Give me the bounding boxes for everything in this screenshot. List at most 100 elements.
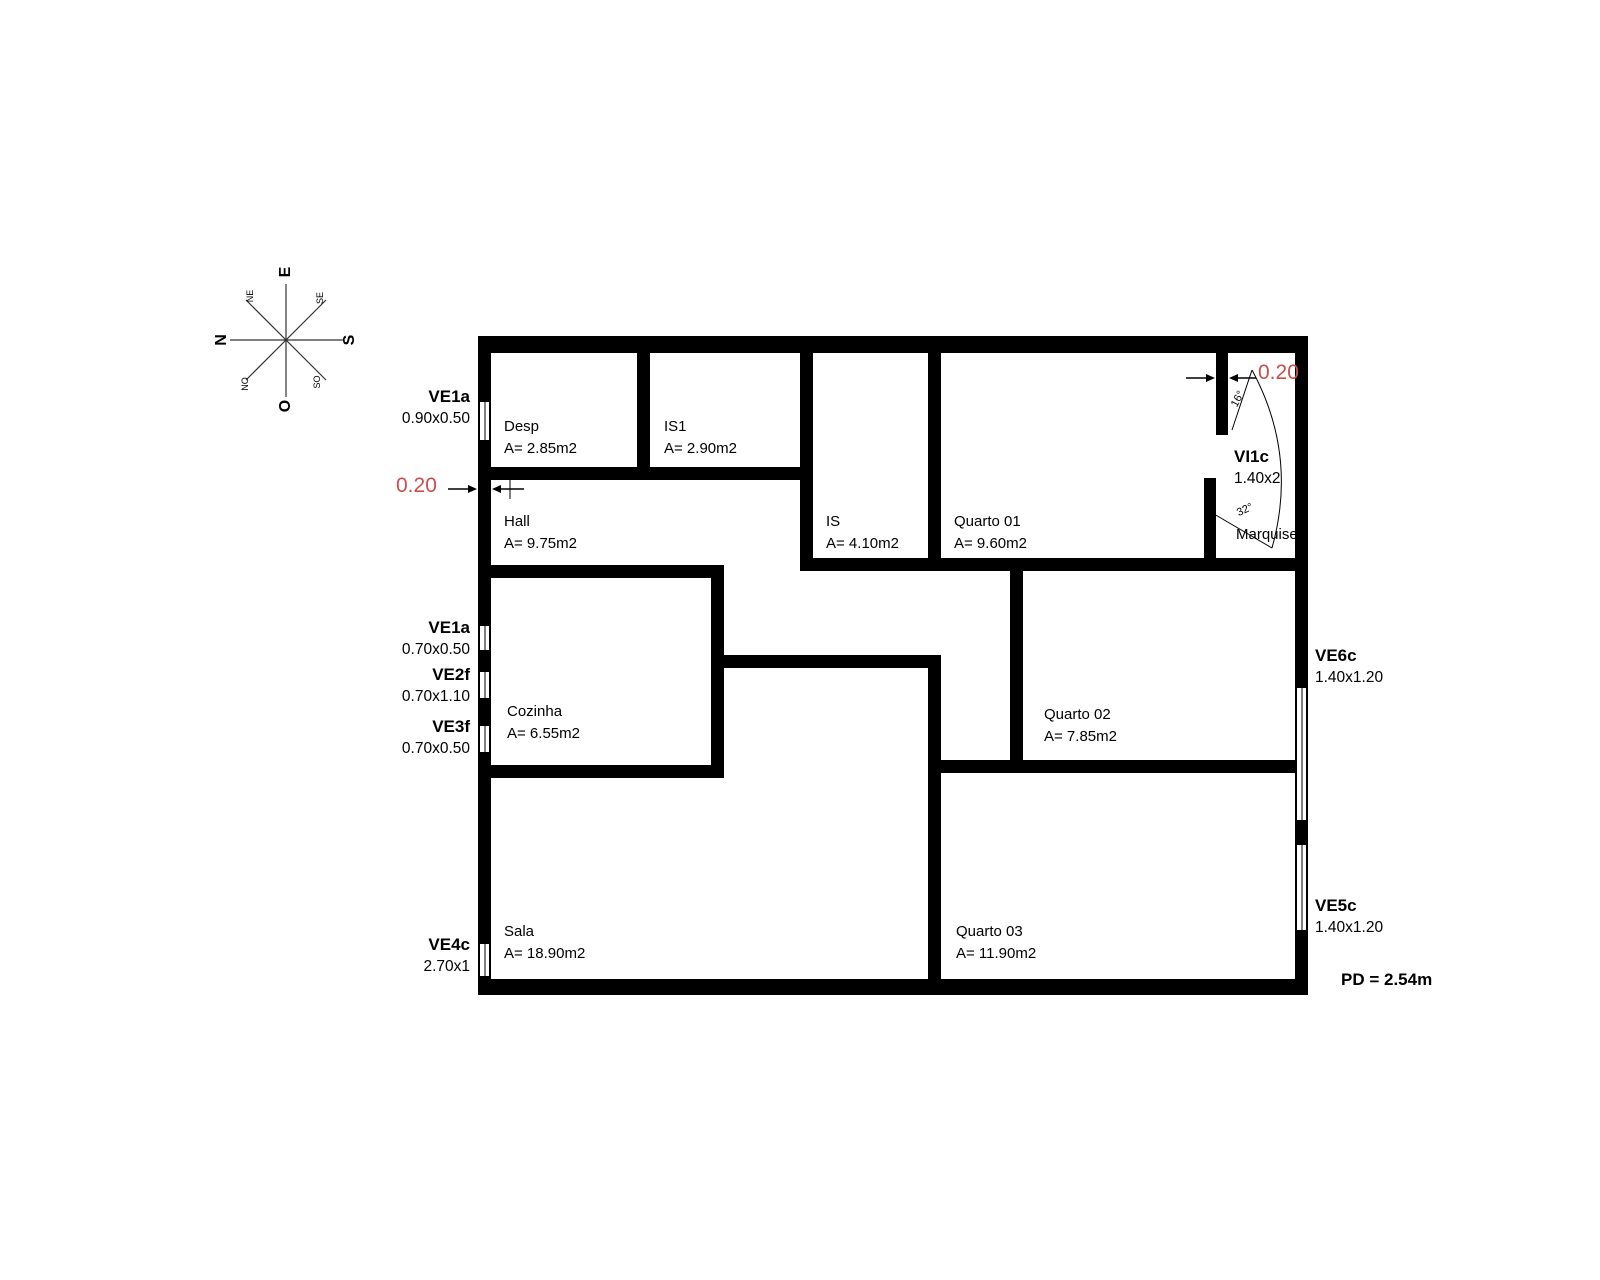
wall-sala-top: [711, 655, 941, 668]
opening-size: 0.70x0.50: [401, 740, 470, 757]
opening-label-ve1a-top: VE1a 0.90x0.50: [350, 386, 470, 430]
opening-code: VE4c: [428, 935, 470, 954]
room-label-is: IS A= 4.10m2: [826, 511, 899, 555]
opening-size: 0.70x0.50: [401, 641, 470, 658]
opening-size: 1.40x1.20: [1315, 669, 1384, 686]
compass-e: E: [277, 266, 294, 277]
wall-exterior-left-seg: [478, 698, 491, 726]
wall-sala-quarto03: [928, 655, 941, 980]
wall-exterior-top: [478, 336, 1308, 353]
room-area: A= 2.90m2: [664, 440, 737, 457]
window-symbol-ve5c: [1295, 845, 1308, 930]
opening-code: VE1a: [428, 387, 470, 406]
opening-label-ve6c: VE6c 1.40x1.20: [1315, 645, 1383, 689]
wall-under-desp-is1: [478, 467, 812, 480]
wall-desp-is1-divider: [637, 353, 650, 471]
compass-n: N: [213, 334, 230, 346]
room-area: A= 11.90m2: [956, 945, 1037, 962]
room-name: Marquise: [1236, 526, 1298, 543]
angle-label-top: 16°: [1229, 389, 1247, 409]
wall-cozinha-bottom: [478, 765, 724, 778]
opening-label-ve5c: VE5c 1.40x1.20: [1315, 895, 1383, 939]
opening-code: VE3f: [432, 717, 470, 736]
room-area: A= 9.75m2: [504, 535, 577, 552]
compass-o: O: [277, 400, 294, 412]
wall-marquise-stub: [1204, 478, 1216, 571]
compass-s: S: [341, 334, 358, 345]
room-name: Hall: [504, 513, 530, 530]
window-symbol-ve1a-top: [478, 402, 491, 440]
compass-no: NO: [240, 377, 250, 391]
wall-cozinha-right: [711, 565, 724, 778]
room-label-hall: Hall A= 9.75m2: [504, 511, 577, 555]
opening-size: 0.90x0.50: [401, 410, 470, 427]
wall-exterior-right-seg: [1295, 930, 1308, 985]
room-area: A= 18.90m2: [504, 945, 586, 962]
opening-code: VE1a: [428, 618, 470, 637]
dimension-wall-left: 0.20: [396, 474, 437, 497]
wall-exterior-right-seg: [1295, 820, 1308, 845]
room-name: Sala: [504, 923, 535, 940]
opening-label-ve1a-mid: VE1a 0.70x0.50: [350, 617, 470, 661]
window-symbol-ve6c: [1295, 688, 1308, 820]
ceiling-height-label: PD = 2.54m: [1341, 970, 1433, 989]
room-label-quarto02: Quarto 02 A= 7.85m2: [1044, 704, 1117, 748]
room-area: A= 2.85m2: [504, 440, 577, 457]
wall-exterior-left-seg: [478, 752, 491, 944]
wall-quarto02-left: [1010, 558, 1023, 773]
opening-code: VE5c: [1315, 896, 1357, 915]
room-name: IS1: [664, 418, 687, 435]
wall-exterior-left-seg: [478, 440, 491, 626]
room-area: A= 7.85m2: [1044, 728, 1117, 745]
opening-code: VI1c: [1234, 447, 1269, 466]
room-label-quarto01: Quarto 01 A= 9.60m2: [954, 511, 1027, 555]
room-label-desp: Desp A= 2.85m2: [504, 416, 577, 460]
opening-code: VE2f: [432, 665, 470, 684]
room-label-marquise: Marquise: [1236, 524, 1298, 546]
room-label-quarto03: Quarto 03 A= 11.90m2: [956, 921, 1036, 965]
dimension-wall-right: 0.20: [1258, 361, 1299, 384]
room-label-is1: IS1 A= 2.90m2: [664, 416, 737, 460]
opening-size: 0.70x1.10: [401, 688, 470, 705]
window-symbol-ve2f: [478, 672, 491, 698]
opening-label-ve4c: VE4c 2.70x1: [350, 934, 470, 978]
wall-quarto01-marquise: [1216, 353, 1228, 435]
opening-label-ve2f: VE2f 0.70x1.10: [350, 664, 470, 708]
wall-exterior-bottom: [478, 979, 1308, 995]
room-label-cozinha: Cozinha A= 6.55m2: [507, 701, 580, 745]
wall-exterior-right-seg: [1295, 353, 1308, 688]
opening-code: VE6c: [1315, 646, 1357, 665]
wall-exterior-left-seg: [478, 353, 491, 402]
room-name: Cozinha: [507, 703, 563, 720]
wall-quarto03-top: [928, 760, 1308, 773]
room-area: A= 9.60m2: [954, 535, 1027, 552]
wall-is-right: [928, 353, 941, 571]
room-name: IS: [826, 513, 841, 530]
window-symbol-ve3f: [478, 726, 491, 752]
window-symbol-ve4c: [478, 944, 491, 976]
compass-so: SO: [312, 375, 322, 388]
opening-size: 1.40x1.20: [1315, 919, 1384, 936]
opening-label-ve3f: VE3f 0.70x0.50: [350, 716, 470, 760]
room-area: A= 6.55m2: [507, 725, 580, 742]
wall-exterior-left-seg: [478, 976, 491, 986]
window-symbol-ve1a-mid: [478, 626, 491, 650]
room-name: Desp: [504, 418, 540, 435]
room-name: Quarto 03: [956, 923, 1023, 940]
compass-se: SE: [315, 292, 325, 304]
room-area: A= 4.10m2: [826, 535, 899, 552]
room-name: Quarto 01: [954, 513, 1021, 530]
opening-size: 1.40x2: [1234, 470, 1281, 487]
room-name: Quarto 02: [1044, 706, 1111, 723]
opening-size: 2.70x1: [423, 958, 470, 975]
wall-exterior-left-seg: [478, 650, 491, 672]
room-label-sala: Sala A= 18.90m2: [504, 921, 585, 965]
compass-ne: NE: [245, 290, 255, 303]
wall-under-quarto01: [800, 558, 1308, 571]
compass-rose: [230, 284, 343, 397]
opening-label-vi1c: VI1c 1.40x2: [1234, 446, 1281, 490]
angle-label-bottom: 32°: [1235, 501, 1255, 519]
wall-hall-cozinha: [478, 565, 724, 578]
